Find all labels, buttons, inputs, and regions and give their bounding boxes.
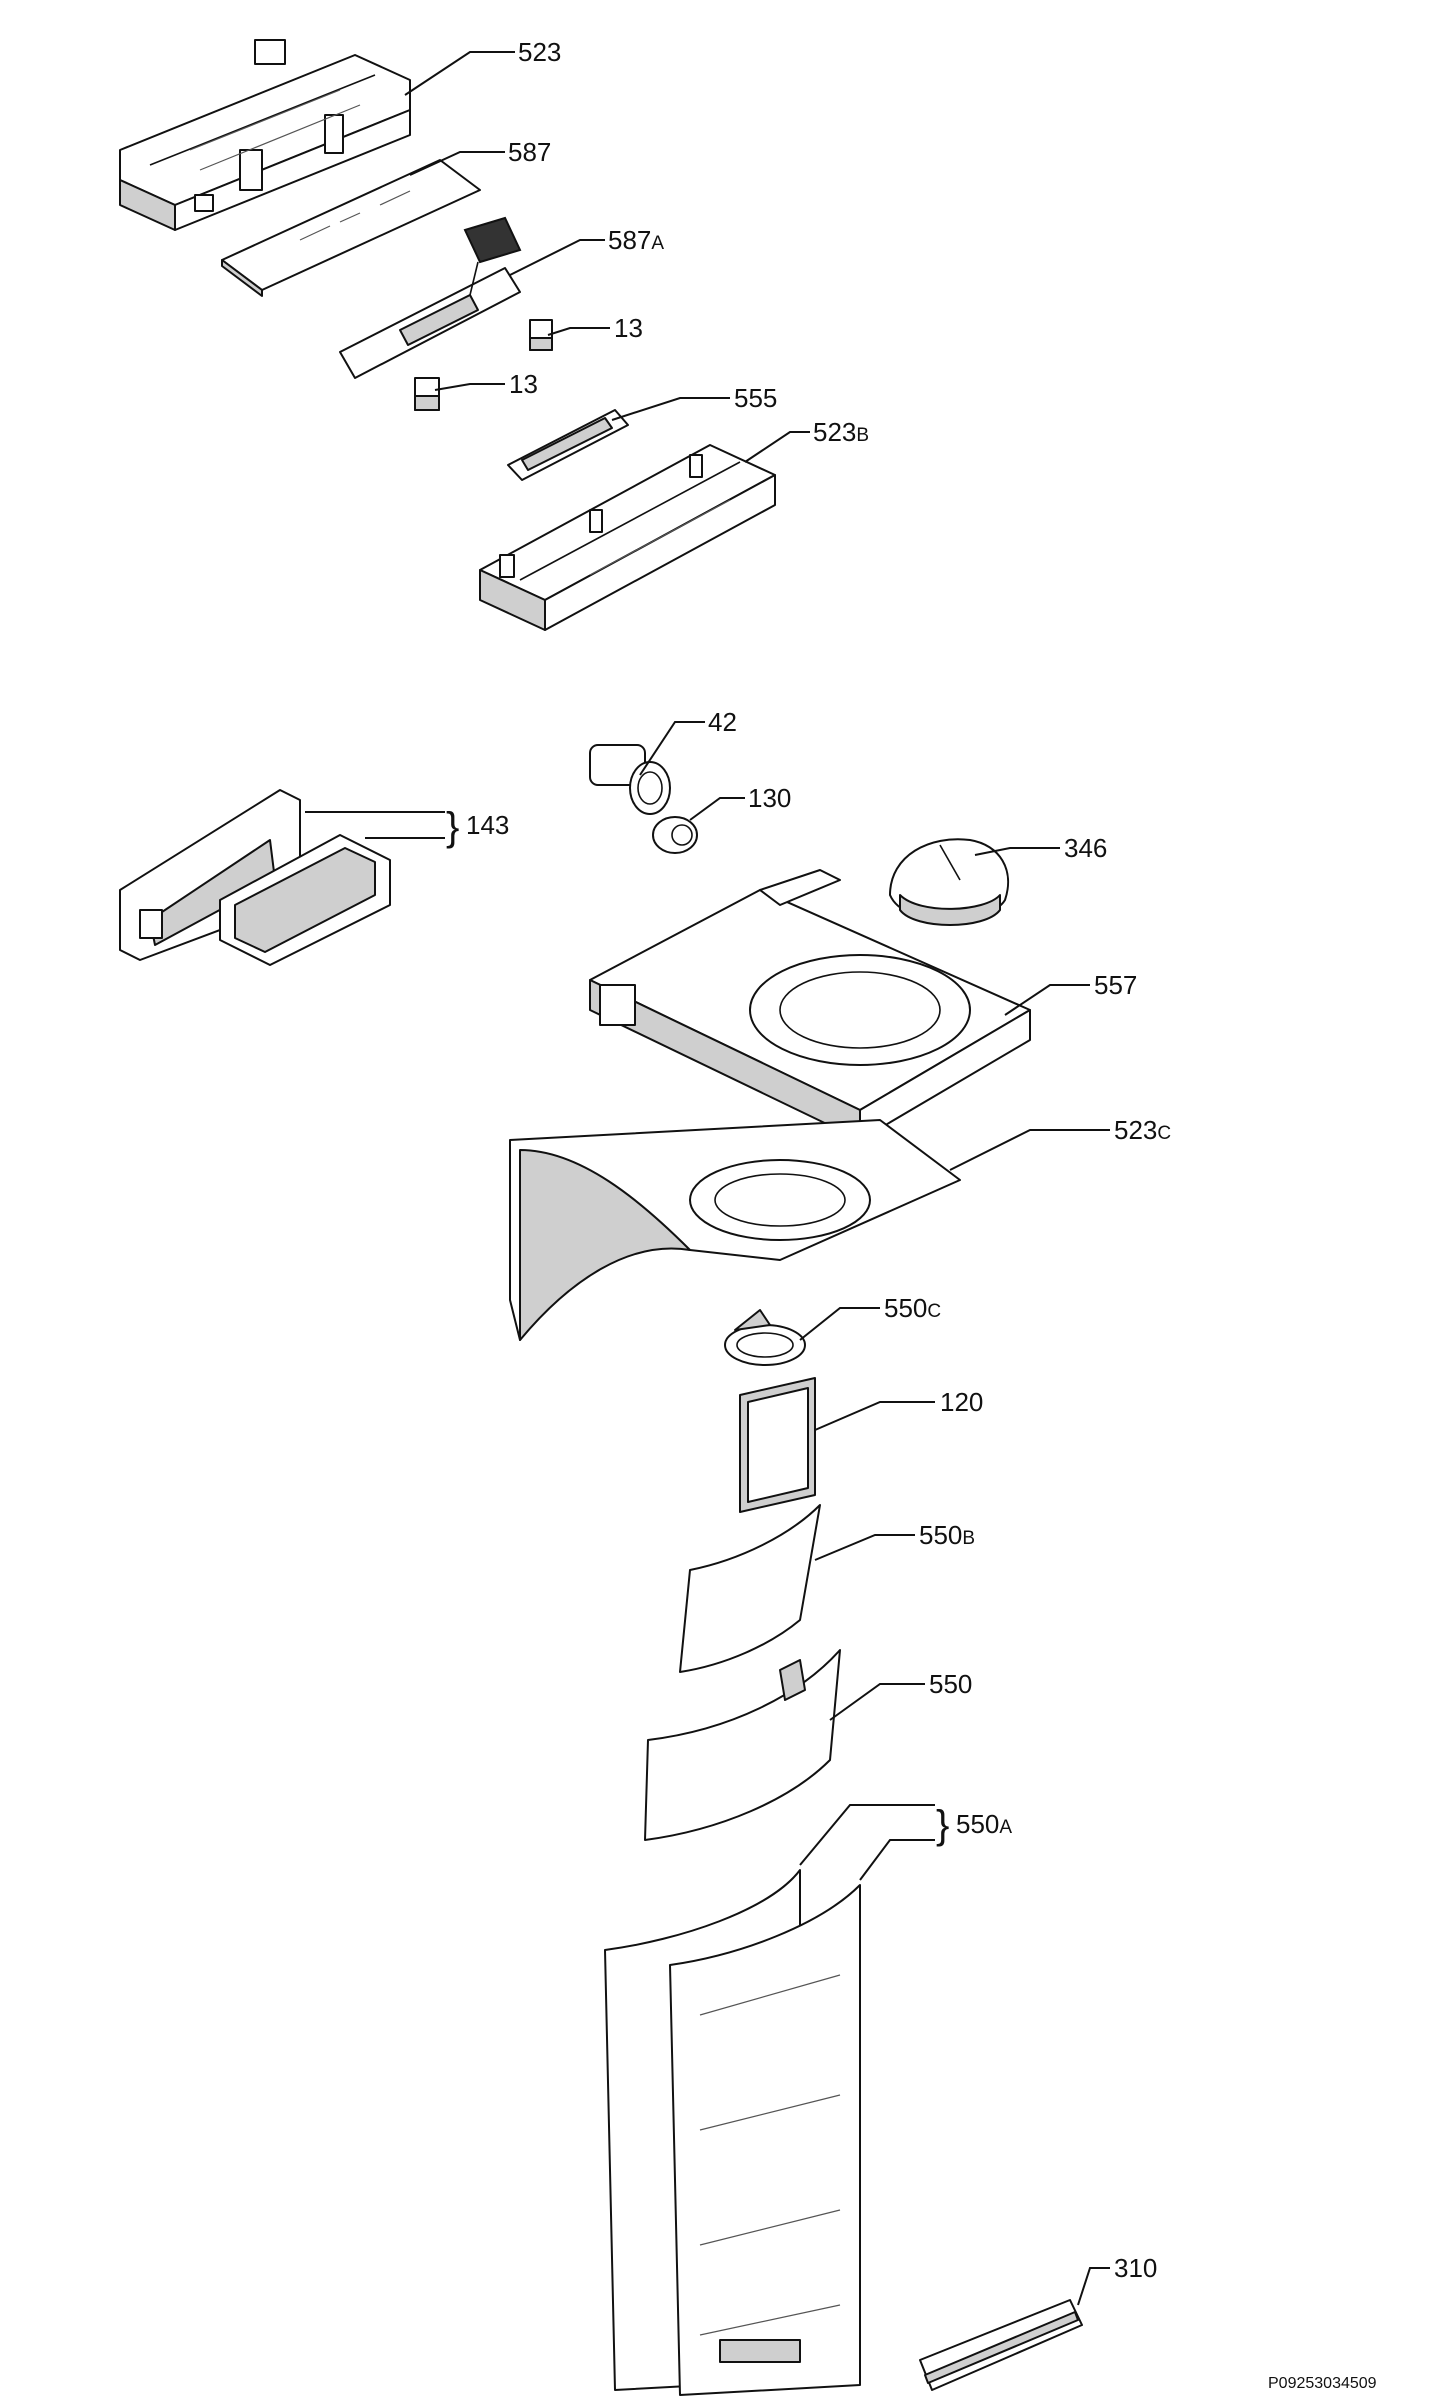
part-523b-housing-tray (479, 444, 776, 631)
callout-550a: 550A (956, 1809, 1012, 1839)
part-557-dispenser-frame (589, 869, 1031, 1141)
part-143-duct-assembly (119, 789, 391, 966)
callout-587a: 587A (608, 225, 664, 255)
part-310-handle (919, 2299, 1083, 2391)
part-550a-door-panel-frames (604, 1869, 861, 2396)
callout-550c: 550C (884, 1293, 941, 1323)
callout-13-lower: 13 (509, 369, 538, 399)
callout-523c: 523C (1114, 1115, 1171, 1145)
brace-143: } (446, 805, 459, 849)
callout-550b: 550B (919, 1520, 975, 1550)
part-550c-ring (724, 1309, 806, 1366)
part-13-clip-lower (414, 377, 440, 411)
part-550b-curved-panel (679, 1504, 821, 1673)
part-120-filter-pad (739, 1377, 816, 1513)
part-523-control-housing (119, 39, 411, 231)
part-550-curved-cover (644, 1649, 841, 1841)
callout-523: 523 (518, 37, 561, 67)
part-13-clip-upper (529, 319, 553, 351)
callout-130: 130 (748, 783, 791, 813)
brace-550a: } (936, 1803, 949, 1847)
callout-346: 346 (1064, 833, 1107, 863)
callout-42: 42 (708, 707, 737, 737)
callout-143: 143 (466, 810, 509, 840)
callout-555: 555 (734, 383, 777, 413)
callout-523b: 523B (813, 417, 869, 447)
part-555-light-cover (507, 409, 629, 481)
part-130-bulb (652, 816, 698, 854)
part-346-dome-cover (889, 838, 1010, 926)
callout-13-upper: 13 (614, 313, 643, 343)
part-587-circuit-board (221, 159, 481, 297)
leader-lines (305, 51, 1110, 2306)
callout-310: 310 (1114, 2253, 1157, 2283)
part-42-lamp-socket (589, 744, 671, 815)
part-523c-funnel-housing (509, 1119, 961, 1341)
part-587a-connector-board (339, 216, 522, 379)
callout-labels: 523 587 587A 13 13 555 523B 42 130 } 143… (446, 37, 1377, 2392)
drawing-code: P09253034509 (1268, 2375, 1377, 2392)
callout-120: 120 (940, 1387, 983, 1417)
callout-557: 557 (1094, 970, 1137, 1000)
callout-587: 587 (508, 137, 551, 167)
callout-550: 550 (929, 1669, 972, 1699)
